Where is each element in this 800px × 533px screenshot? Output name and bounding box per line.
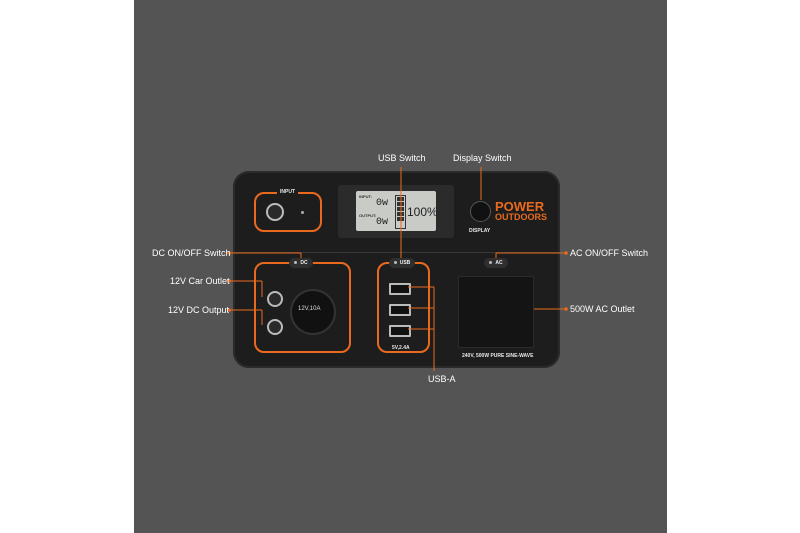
callout-ac-outlet: 500W AC Outlet: [570, 304, 635, 314]
usb-switch-led-icon: [393, 261, 397, 265]
usb-a-port-3[interactable]: [389, 325, 411, 337]
lcd-input-value: 0w: [376, 198, 389, 209]
callout-display-switch: Display Switch: [453, 153, 512, 163]
lcd-output-label: OUTPUT:: [359, 213, 377, 218]
dc-output-port-top[interactable]: [267, 291, 283, 307]
dc-output-port-bottom[interactable]: [267, 319, 283, 335]
callout-dc-switch: DC ON/OFF Switch: [152, 248, 231, 258]
display-label: DISPLAY: [469, 228, 491, 234]
usb-switch-label: USB: [399, 260, 411, 266]
input-port[interactable]: [266, 203, 284, 221]
dc-switch-label: DC: [300, 260, 308, 266]
lcd-output-value: 0w: [376, 217, 389, 228]
usb-rating: 5V,2.4A: [390, 345, 412, 351]
dc-switch-led-icon: [294, 261, 298, 265]
brand-name-line2: OUTDOORS: [495, 212, 548, 222]
lcd-screen: INPUT: 0w OUTPUT: 0w 100%: [356, 191, 438, 231]
input-label: INPUT: [277, 189, 298, 195]
callout-car-outlet: 12V Car Outlet: [170, 276, 230, 286]
dc-switch[interactable]: DC: [289, 258, 313, 268]
brand-name-line1: POWER: [495, 199, 545, 214]
panel-divider: [233, 252, 560, 253]
callout-dc-output: 12V DC Output: [168, 305, 230, 315]
usb-a-port-1[interactable]: [389, 283, 411, 295]
display-button[interactable]: [470, 201, 491, 222]
ac-outlet[interactable]: [458, 276, 534, 348]
callout-usb-a: USB-A: [428, 374, 456, 384]
lcd-display: INPUT: 0w OUTPUT: 0w 100%: [338, 185, 454, 238]
lcd-input-label: INPUT:: [359, 194, 372, 199]
lcd-percent: 100%: [407, 205, 438, 219]
ac-switch-label: AC: [495, 260, 503, 266]
car-outlet[interactable]: [290, 289, 336, 335]
callout-ac-switch: AC ON/OFF Switch: [570, 248, 649, 258]
usb-a-port-2[interactable]: [389, 304, 411, 316]
usb-switch[interactable]: USB: [389, 258, 415, 268]
ac-rating: 240V, 500W PURE SINE-WAVE: [462, 353, 534, 359]
callout-usb-switch: USB Switch: [378, 153, 426, 163]
car-outlet-label: 12V,10A: [298, 306, 321, 312]
ac-switch-led-icon: [489, 261, 493, 265]
input-indicator-dot: [301, 211, 304, 214]
ac-switch[interactable]: AC: [484, 258, 508, 268]
